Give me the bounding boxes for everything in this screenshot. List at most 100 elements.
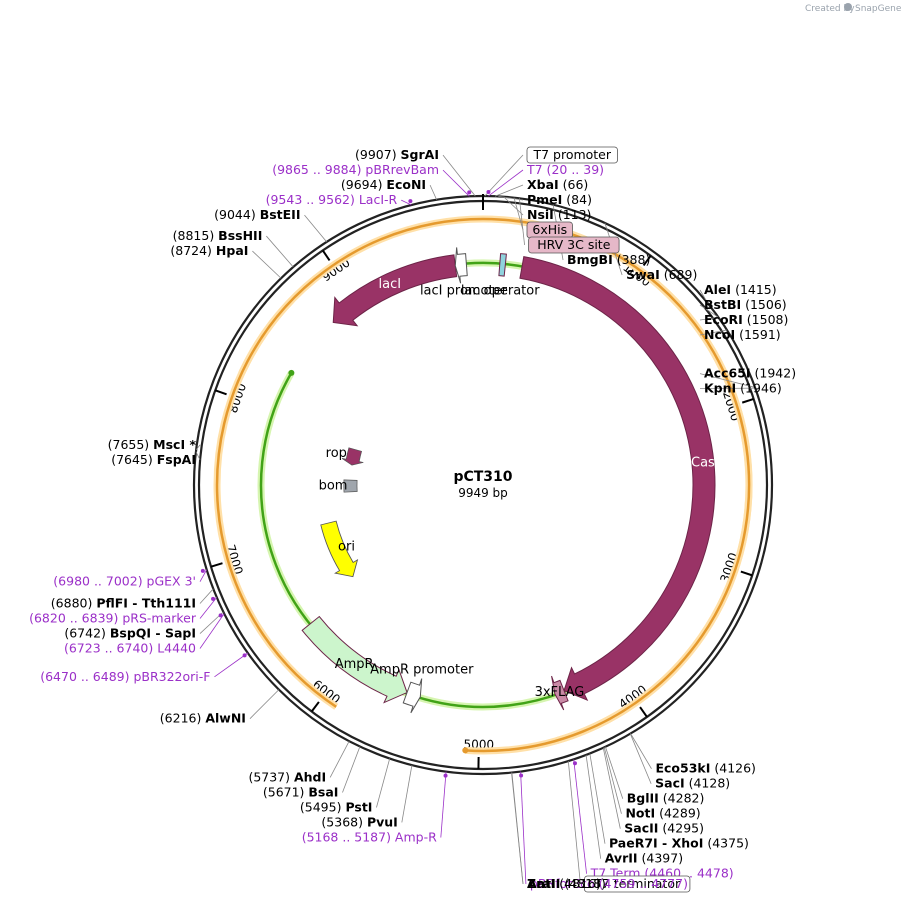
site-label: NsiI (113) <box>527 207 591 222</box>
site-leader <box>304 214 327 243</box>
primer-leader <box>442 169 470 197</box>
site-leader <box>199 588 214 604</box>
watermark-app-name: SnapGene <box>855 4 902 14</box>
feature-label-3xflag: 3xFLAG <box>535 685 585 700</box>
site-leader <box>699 317 719 321</box>
site-leader <box>513 197 524 231</box>
site-label: AvrII (4397) <box>605 851 683 866</box>
ruler-tick <box>214 389 227 396</box>
primer-marker <box>200 568 205 573</box>
feature-box-label: 6xHis <box>532 222 567 237</box>
site-label: (6880) PflFI - Tth111I <box>51 596 196 611</box>
site-leader <box>699 329 728 336</box>
feature-box <box>584 875 691 893</box>
site-leader <box>699 304 719 318</box>
site-leader <box>589 753 606 844</box>
primer-marker <box>572 761 577 766</box>
site-label: AleI (1415) <box>704 282 777 297</box>
primer-marker <box>408 199 413 204</box>
primer-leader <box>573 759 587 874</box>
feature-box <box>526 146 618 164</box>
site-label: BstBI (1506) <box>704 297 787 312</box>
site-label: AatII (4818) <box>527 876 606 891</box>
site-label: (8724) HpaI <box>170 243 248 258</box>
primer-marker <box>242 653 247 658</box>
feature-box-label: HRV 3C site <box>537 237 610 252</box>
site-leader <box>484 154 524 197</box>
site-leader <box>602 747 621 829</box>
site-leader <box>429 184 438 200</box>
primer-leader <box>520 771 527 885</box>
primer-marker <box>467 190 472 195</box>
primer-marker <box>218 613 223 618</box>
site-leader <box>442 154 476 197</box>
site-leader <box>498 196 524 201</box>
plasmid-length: 9949 bp <box>458 486 508 500</box>
feature-label-dcas9: dCas9 <box>683 456 723 471</box>
feature-ori <box>320 520 359 578</box>
site-leader <box>329 740 350 778</box>
site-leader <box>249 689 280 719</box>
primer-label: (5168 .. 5187) Amp-R <box>302 829 437 844</box>
feature-laci <box>332 254 458 327</box>
ruler-tick <box>321 249 331 261</box>
site-leader <box>519 198 525 246</box>
site-label: SacI (4128) <box>655 776 730 791</box>
site-label: PmeI (84) <box>527 192 592 207</box>
site-label: (6216) AlwNI <box>160 711 246 726</box>
primer-marker <box>443 773 448 778</box>
site-label: Acc65I (1942) <box>704 366 796 381</box>
site-leader <box>195 444 201 451</box>
feature-ampr <box>301 615 408 704</box>
site-leaders <box>195 154 756 885</box>
site-leader <box>494 184 524 197</box>
snapgene-logo-icon <box>844 3 852 11</box>
site-label: NotI (4289) <box>625 806 700 821</box>
site-leader <box>266 235 294 268</box>
site-label: (6742) BspQI - SapI <box>64 626 196 641</box>
feature-lac-operator <box>498 253 507 277</box>
primer-leader <box>214 652 249 678</box>
site-label: (9694) EcoNI <box>341 177 426 192</box>
primer-leader <box>488 169 524 197</box>
site-leader <box>342 746 361 793</box>
feature-ori-group <box>320 520 359 578</box>
feature-label-ampr-promoter: AmpR promoter <box>370 663 474 678</box>
site-leader <box>252 250 282 279</box>
feature-label-rop: rop <box>326 446 347 461</box>
primer-label: T7 (20 .. 39) <box>526 162 604 177</box>
feature-box-label: T7 terminator <box>593 876 681 891</box>
feature-label-ampr: AmpR <box>335 657 374 672</box>
primer-marker <box>486 190 491 195</box>
site-label: SacII (4295) <box>624 821 704 836</box>
site-label: PaeR7I - XhoI (4375) <box>609 836 749 851</box>
primer-label: (6980 .. 7002) pGEX 3' <box>53 574 196 589</box>
feature-3xflag <box>551 675 569 711</box>
primer-label: (6820 .. 6839) pRS-marker <box>29 611 197 626</box>
site-label: (5368) PvuI <box>321 814 397 829</box>
site-leader <box>401 765 413 823</box>
site-leader <box>603 747 622 814</box>
site-leader <box>376 758 391 808</box>
primer-marker <box>211 596 216 601</box>
feature-label-lac-operator: lac operator <box>461 283 540 298</box>
watermark-created-by: Created by <box>805 4 855 14</box>
site-leader <box>585 754 602 859</box>
feature-label-ori: ori <box>338 540 355 555</box>
ruler-tick <box>310 701 320 713</box>
primer-leader <box>440 771 447 838</box>
site-leader <box>567 761 581 885</box>
site-leader <box>630 733 652 769</box>
feature-rop-group <box>341 447 364 466</box>
ruler-tick <box>642 255 652 267</box>
ruler-tick <box>639 706 648 718</box>
site-leader <box>629 733 652 784</box>
feature-dcas9 <box>519 256 716 702</box>
feature-laci-promoter <box>454 247 468 284</box>
site-label: (7645) FspAI <box>111 452 196 467</box>
feature-label-bom: bom <box>319 479 348 494</box>
